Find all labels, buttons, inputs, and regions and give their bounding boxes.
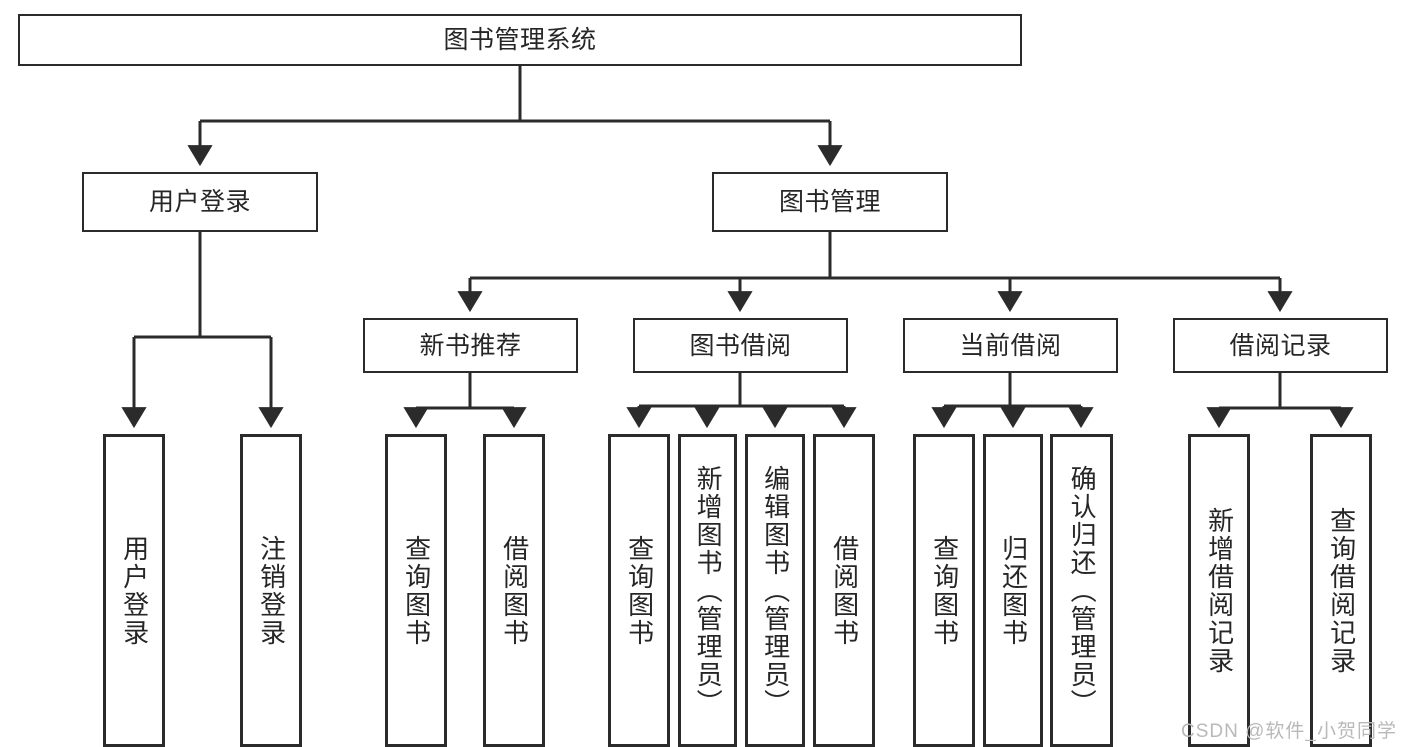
- node-user-login-label: 用户登录: [148, 188, 251, 216]
- leaf-query-book-borrow[interactable]: 查询图书: [608, 434, 670, 747]
- leaf-query-book-current-label: 查询图书: [929, 534, 960, 647]
- node-new-book-recommend[interactable]: 新书推荐: [363, 318, 578, 373]
- node-borrow-record-label: 借阅记录: [1229, 331, 1332, 360]
- node-book-management-label: 图书管理: [778, 188, 881, 216]
- node-borrow-record[interactable]: 借阅记录: [1173, 318, 1388, 373]
- leaf-confirm-return-admin-label: 确认归还（管理员）: [1067, 464, 1098, 717]
- node-current-borrow-label: 当前借阅: [959, 331, 1062, 360]
- node-user-login[interactable]: 用户登录: [82, 172, 318, 232]
- leaf-edit-book-admin[interactable]: 编辑图书（管理员）: [745, 434, 805, 747]
- node-book-borrow-label: 图书借阅: [689, 331, 792, 360]
- leaf-add-borrow-record-label: 新增借阅记录: [1204, 506, 1235, 675]
- leaf-borrow-book-label: 借阅图书: [829, 534, 860, 647]
- node-root[interactable]: 图书管理系统: [18, 14, 1022, 66]
- leaf-borrow-book-new[interactable]: 借阅图书: [483, 434, 545, 747]
- node-current-borrow[interactable]: 当前借阅: [903, 318, 1118, 373]
- node-new-book-recommend-label: 新书推荐: [419, 331, 522, 360]
- leaf-return-book[interactable]: 归还图书: [983, 434, 1043, 747]
- leaf-add-book-admin[interactable]: 新增图书（管理员）: [678, 434, 737, 747]
- leaf-query-book-new-label: 查询图书: [401, 534, 432, 647]
- leaf-edit-book-admin-label: 编辑图书（管理员）: [760, 464, 791, 717]
- leaf-confirm-return-admin[interactable]: 确认归还（管理员）: [1050, 434, 1113, 747]
- leaf-logout-label: 注销登录: [256, 534, 287, 647]
- node-root-label: 图书管理系统: [443, 26, 597, 54]
- leaf-query-book-new[interactable]: 查询图书: [385, 434, 447, 747]
- node-book-borrow[interactable]: 图书借阅: [633, 318, 848, 373]
- leaf-borrow-book-new-label: 借阅图书: [499, 534, 530, 647]
- leaf-query-borrow-record-label: 查询借阅记录: [1326, 506, 1357, 675]
- leaf-add-book-admin-label: 新增图书（管理员）: [693, 464, 724, 717]
- leaf-query-borrow-record[interactable]: 查询借阅记录: [1310, 434, 1372, 747]
- leaf-user-login-label: 用户登录: [119, 534, 150, 647]
- leaf-borrow-book[interactable]: 借阅图书: [813, 434, 875, 747]
- leaf-logout[interactable]: 注销登录: [240, 434, 302, 747]
- leaf-query-book-borrow-label: 查询图书: [624, 534, 655, 647]
- leaf-user-login[interactable]: 用户登录: [103, 434, 165, 747]
- leaf-return-book-label: 归还图书: [998, 534, 1029, 647]
- leaf-query-book-current[interactable]: 查询图书: [913, 434, 975, 747]
- node-book-management[interactable]: 图书管理: [712, 172, 948, 232]
- leaf-add-borrow-record[interactable]: 新增借阅记录: [1188, 434, 1250, 747]
